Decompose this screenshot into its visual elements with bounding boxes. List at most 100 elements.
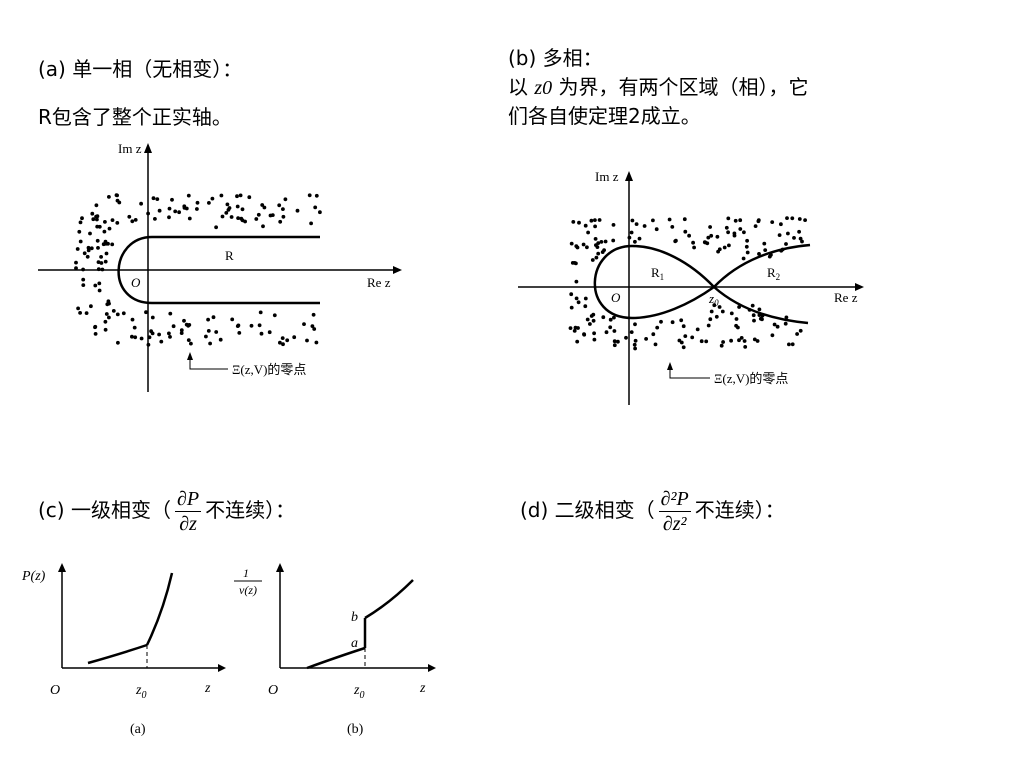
zero-dot (783, 321, 788, 326)
graph-b-curve-right (364, 579, 414, 620)
zero-dot (106, 299, 111, 304)
zero-dot (611, 223, 616, 227)
zero-dot (115, 312, 120, 317)
zero-dot (682, 217, 687, 222)
panel-b-heading: (b) 多相： (508, 46, 603, 70)
zero-dot (706, 323, 711, 328)
graph-a-xlabel: z (204, 681, 211, 696)
zero-dot (89, 246, 94, 251)
zero-dot (97, 224, 102, 229)
zero-dot (651, 218, 655, 223)
figure-b-lower-branch (713, 286, 809, 325)
zero-dot (272, 313, 277, 318)
zero-dot (182, 206, 187, 210)
zero-dot (249, 323, 254, 328)
figure-b-loop-r1 (593, 244, 715, 320)
zero-dot (116, 340, 120, 345)
figure-b-re-label: Re z (834, 290, 858, 305)
zero-dot (292, 335, 297, 340)
zero-dot (214, 225, 219, 230)
zero-dot (103, 259, 108, 264)
zero-dot (103, 220, 107, 224)
zero-dot (220, 214, 225, 219)
zero-dot (157, 208, 162, 213)
zero-dot (670, 225, 675, 229)
zero-dot (729, 311, 734, 316)
zero-dot (591, 318, 596, 323)
zero-dot (583, 296, 588, 301)
zero-dot (195, 207, 199, 211)
zero-dot (195, 200, 200, 205)
figure-a-region-boundary (117, 235, 320, 305)
zero-dot (743, 345, 748, 349)
zero-dot (586, 230, 590, 235)
zero-dot (210, 196, 215, 201)
figure-b-r2-label: R2 (767, 265, 780, 282)
figure-a-region-label: R (225, 248, 234, 263)
zero-dot (88, 231, 92, 236)
graph-b-x-arrow (428, 664, 436, 672)
zero-dot (572, 261, 577, 265)
zero-dot (592, 337, 597, 342)
zero-dot (97, 281, 102, 286)
zero-dot (596, 251, 601, 256)
graph-a-z0: z0 (135, 683, 146, 701)
zero-dot (585, 317, 590, 322)
zero-dot (173, 209, 178, 214)
panel-c-frac-den: ∂z (179, 513, 197, 535)
zero-dot (575, 245, 580, 250)
zero-dot (106, 241, 110, 246)
zero-dot (111, 309, 116, 313)
zero-dot (179, 328, 184, 333)
zero-dot (690, 335, 695, 340)
zero-dot (177, 210, 182, 215)
graph-a-x-arrow (218, 664, 226, 672)
zero-dot (582, 332, 586, 336)
graph-b-xlabel: z (419, 681, 426, 696)
zero-dot (651, 332, 656, 337)
zero-dot (155, 197, 160, 202)
zero-dot (168, 311, 173, 316)
panel-b-line2-post: 为界，有两个区域（相），它 (558, 75, 809, 99)
zero-dot (745, 238, 749, 243)
zero-dot (75, 247, 80, 251)
zero-dot (739, 336, 744, 340)
zero-dot (601, 315, 606, 320)
zero-dot (800, 239, 804, 244)
zero-dot (102, 229, 107, 234)
zero-dot (259, 331, 264, 336)
graph-b-y-arrow (276, 563, 284, 572)
zero-dot (144, 310, 148, 315)
zero-dot (115, 221, 120, 225)
zero-dot (717, 305, 722, 309)
zero-dot (798, 236, 803, 241)
zero-dot (86, 245, 91, 250)
panel-c-post: 不连续）： (205, 498, 296, 522)
zero-dot (629, 330, 634, 334)
graph-b-origin: O (268, 683, 278, 698)
figure-a-imag-axis-arrow (144, 143, 152, 153)
zero-dot (687, 233, 691, 238)
zero-dot (602, 248, 606, 253)
zero-dot (784, 315, 789, 320)
zero-dot (206, 317, 211, 322)
zero-dot (742, 339, 747, 343)
figure-a-origin-label: O (131, 275, 141, 290)
zero-dot (575, 339, 580, 344)
zero-dot (770, 333, 775, 338)
zero-dot (595, 245, 600, 250)
figure-a-real-axis-arrow (393, 266, 402, 274)
zero-dot (150, 315, 155, 320)
zero-dot (604, 330, 609, 335)
zero-dot (318, 210, 322, 215)
zero-dot (312, 327, 317, 331)
zero-dot (260, 203, 265, 207)
zero-dot (798, 328, 803, 333)
figure-b-zero-dots (568, 216, 807, 351)
zero-dot (115, 193, 119, 198)
panel-d-frac-num: ∂²P (658, 488, 691, 512)
zero-dot (204, 334, 208, 339)
zero-dot (590, 258, 595, 262)
